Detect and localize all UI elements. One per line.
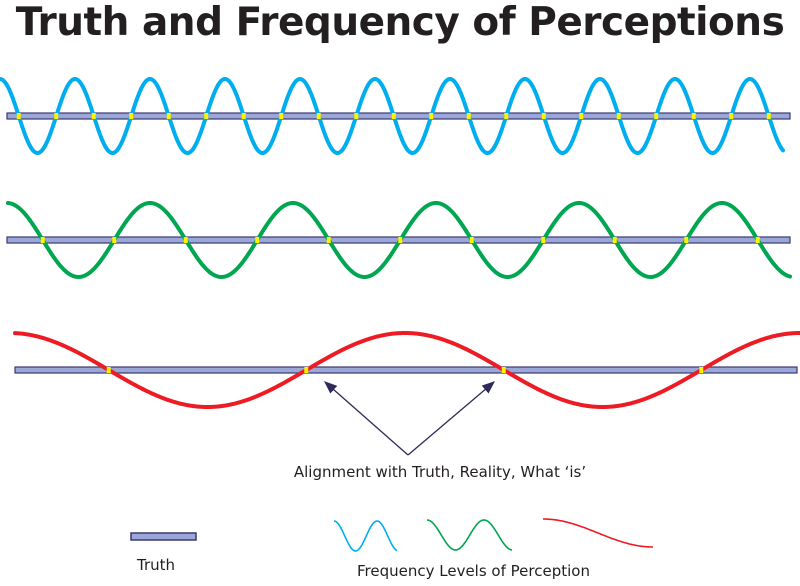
alignment-point [279, 113, 284, 119]
alignment-point [501, 367, 506, 373]
alignment-point [106, 367, 111, 373]
alignment-annotation: Alignment with Truth, Reality, What ‘is’ [293, 463, 587, 481]
alignment-point [755, 237, 760, 243]
alignment-point [204, 113, 209, 119]
alignment-point [691, 113, 696, 119]
legend-truth-label: Truth [137, 556, 176, 574]
alignment-point [40, 237, 45, 243]
alignment-point [766, 113, 771, 119]
alignment-point [255, 237, 260, 243]
alignment-point [729, 113, 734, 119]
alignment-point [166, 113, 171, 119]
alignment-point [354, 113, 359, 119]
alignment-point [129, 113, 134, 119]
alignment-point [91, 113, 96, 119]
alignment-point [699, 367, 704, 373]
alignment-point [391, 113, 396, 119]
arrow-right [407, 381, 495, 456]
alignment-point [429, 113, 434, 119]
alignment-point [54, 113, 59, 119]
alignment-point [504, 113, 509, 119]
alignment-point [241, 113, 246, 119]
legend-medium-wave [426, 519, 513, 551]
legend-low-wave [542, 518, 654, 548]
alignment-point [616, 113, 621, 119]
alignment-point [304, 367, 309, 373]
alignment-point [398, 237, 403, 243]
alignment-point [684, 237, 689, 243]
legend-truth-bar [130, 532, 197, 541]
alignment-point [183, 237, 188, 243]
alignment-point [326, 237, 331, 243]
alignment-point [469, 237, 474, 243]
alignment-point [112, 237, 117, 243]
alignment-point [466, 113, 471, 119]
alignment-point [316, 113, 321, 119]
alignment-point [541, 113, 546, 119]
truth-bar [6, 112, 791, 120]
legend-high-wave [333, 520, 398, 552]
arrow-left [324, 381, 409, 456]
low-frequency-wave [13, 331, 800, 409]
alignment-point [612, 237, 617, 243]
truth-bar [14, 366, 798, 374]
alignment-point [541, 237, 546, 243]
alignment-point [654, 113, 659, 119]
legend-perception-label: Frequency Levels of Perception [357, 562, 590, 580]
alignment-point [579, 113, 584, 119]
page-title: Truth and Frequency of Perceptions [15, 0, 785, 45]
alignment-point [16, 113, 21, 119]
